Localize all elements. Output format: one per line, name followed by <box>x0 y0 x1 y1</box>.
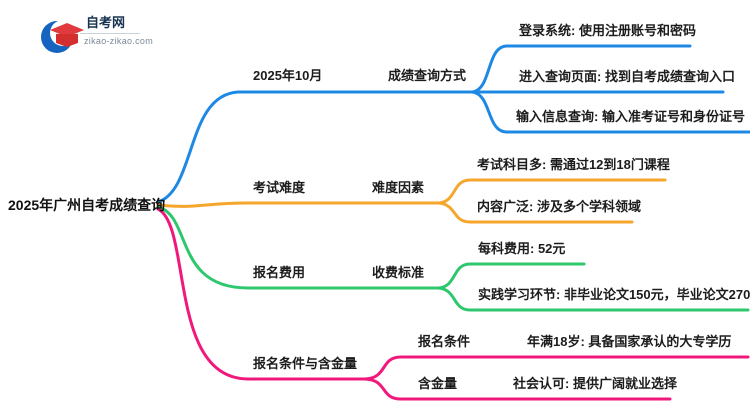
leaf-fee-per-subject[interactable]: 每科费用: 52元 <box>478 241 566 256</box>
branch-exam-difficulty-leaf2-line <box>436 201 634 224</box>
branch-score-query-leaf3-line <box>470 90 750 134</box>
topic-conditions-and-value[interactable]: 报名条件与含金量 <box>253 356 358 371</box>
leaf-input-info-query[interactable]: 输入信息查询: 输入准考证号和身份证号 <box>516 109 745 124</box>
leaf-practical-fee[interactable]: 实践学习环节: 非毕业论文150元，毕业论文270元 <box>478 287 750 302</box>
topic-score-query-method[interactable]: 成绩查询方式 <box>388 68 467 83</box>
leaf-many-subjects[interactable]: 考试科目多: 需通过12到18门课程 <box>477 157 670 172</box>
graduation-cap-board-icon <box>50 23 84 37</box>
graduation-cap-base-icon <box>56 34 78 47</box>
leaf-broad-content[interactable]: 内容广泛: 涉及多个学科领域 <box>477 199 641 214</box>
topic-registration-fee[interactable]: 报名费用 <box>253 265 306 280</box>
branch-registration-fee-leaf1-line <box>436 262 586 290</box>
topic-value[interactable]: 含金量 <box>418 376 458 391</box>
branch-exam-difficulty-leaf1-line <box>436 178 667 205</box>
leaf-enter-query-page[interactable]: 进入查询页面: 找到自考成绩查询入口 <box>519 69 735 84</box>
topic-2025-october[interactable]: 2025年10月 <box>253 68 323 83</box>
branch-conditions-sub1-line <box>363 355 750 381</box>
site-logo-domain: zikao-zikao.com <box>84 36 154 46</box>
leaf-login-system[interactable]: 登录系统: 使用注册账号和密码 <box>519 23 696 38</box>
leaf-social-recognition[interactable]: 社会认可: 提供广阔就业选择 <box>513 376 677 391</box>
logo-divider <box>80 33 140 34</box>
root-topic[interactable]: 2025年广州自考成绩查询 <box>8 197 166 213</box>
branch-registration-fee-main-line <box>156 205 440 290</box>
site-logo-name: 自考网 <box>86 15 126 30</box>
site-logo-mark <box>41 20 86 53</box>
topic-difficulty-factors[interactable]: 难度因素 <box>372 180 425 195</box>
branch-score-query-main-line <box>156 90 474 204</box>
branch-score-query-leaf1-line <box>470 44 692 94</box>
branch-conditions-main-line <box>156 207 367 381</box>
topic-fee-standard[interactable]: 收费标准 <box>372 265 425 280</box>
graduation-cap-tassel-icon <box>82 30 86 41</box>
topic-exam-difficulty[interactable]: 考试难度 <box>253 180 306 195</box>
branch-conditions-sub2-line <box>363 377 672 401</box>
branch-exam-difficulty-main-line <box>156 201 440 208</box>
branch-registration-fee-leaf2-line <box>436 286 750 312</box>
leaf-age-requirement[interactable]: 年满18岁: 具备国家承认的大专学历 <box>527 334 732 349</box>
topic-registration-conditions[interactable]: 报名条件 <box>418 334 471 349</box>
